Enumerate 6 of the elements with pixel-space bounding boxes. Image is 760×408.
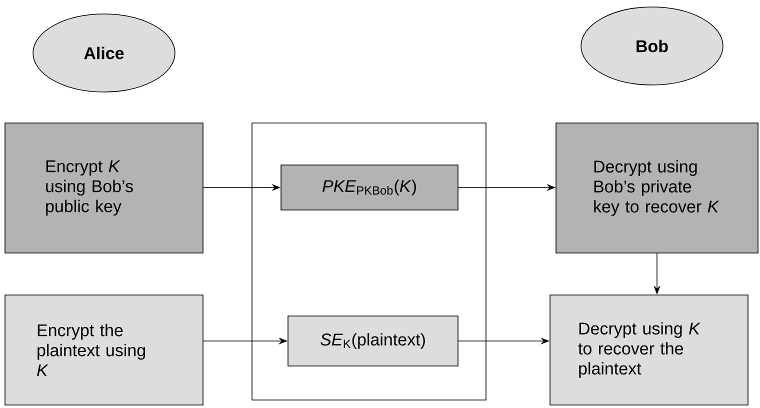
process-box: Decrypt using K to recover the plaintext [550,294,748,406]
process-box: Decrypt using Bob’s private key to recover K [556,122,758,254]
process-box: Encrypt the plaintext using K [4,294,204,406]
process-box: Encrypt K using Bob’s public key [4,122,204,254]
process-box: PKE$_{PKBob}$(K) [280,164,458,210]
process-box: SE$_{K}$(plaintext) [288,316,458,366]
